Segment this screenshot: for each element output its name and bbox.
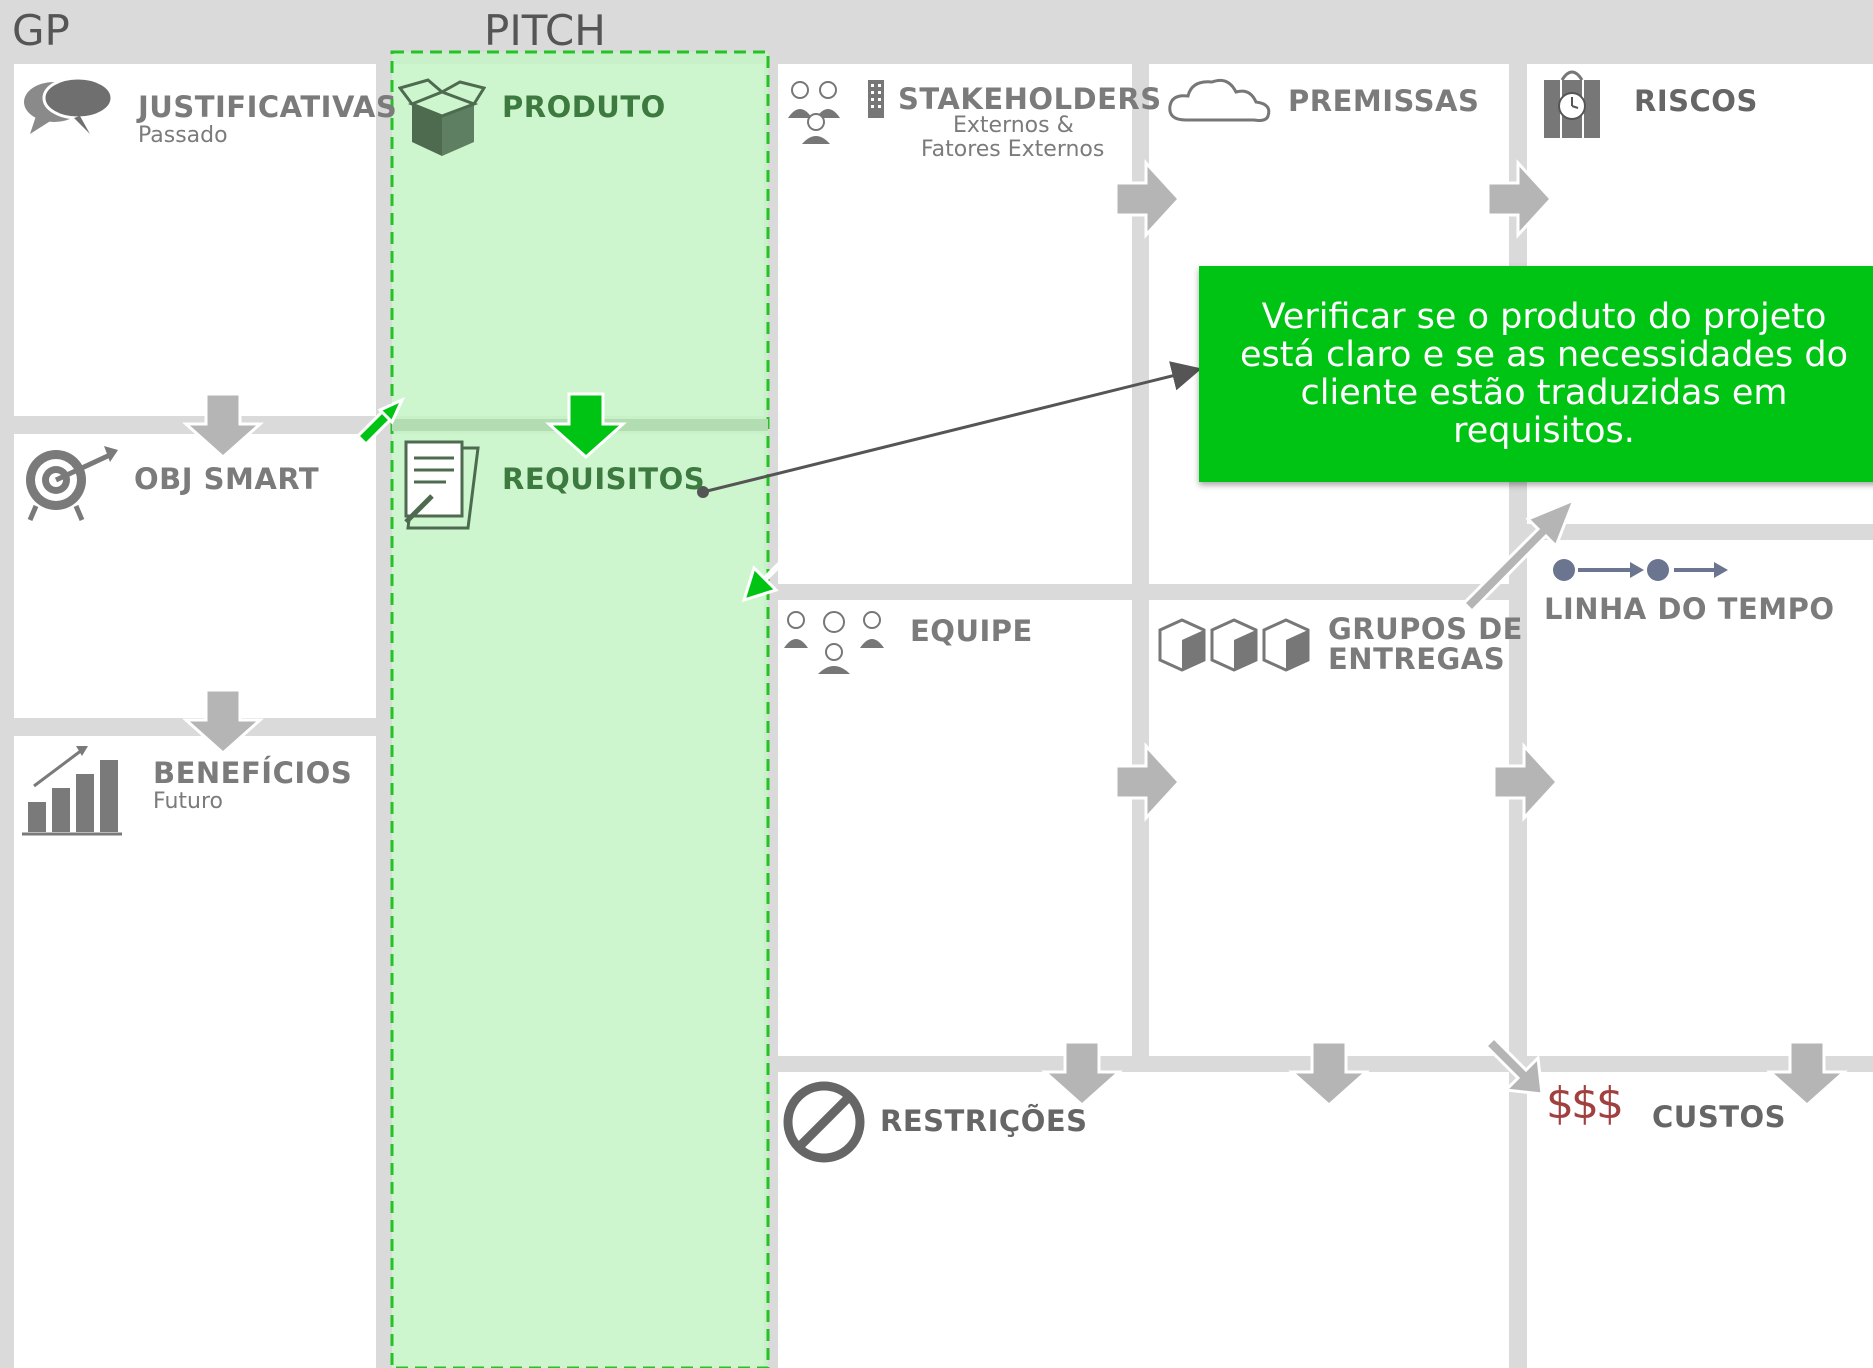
- arrow-justificativas-to-obj: [182, 392, 264, 460]
- stakeholders-panel: [778, 64, 1132, 584]
- obj-smart-title: OBJ SMART: [134, 462, 320, 496]
- premissas-title: PREMISSAS: [1288, 84, 1480, 118]
- grupos-title-line2: ENTREGAS: [1328, 642, 1506, 676]
- callout-box: Verificar se o produto do projeto está c…: [1199, 266, 1873, 482]
- linha-do-tempo-panel: [1527, 540, 1873, 1056]
- callout-pointer-dot: [697, 486, 709, 498]
- green-arrow-into-requisitos: [741, 551, 793, 603]
- produto-title: PRODUTO: [502, 90, 666, 124]
- delivery-boxes-icon: [1158, 618, 1310, 672]
- callout-text: Verificar se o produto do projeto está c…: [1239, 297, 1849, 451]
- pitch-highlight-region: [390, 50, 770, 1368]
- requisitos-title: REQUISITOS: [502, 462, 706, 496]
- green-arrow-into-produto: [355, 396, 406, 447]
- arrow-grupos-to-linha: [1492, 742, 1560, 822]
- arrow-equipe-to-restricoes: [1041, 1040, 1123, 1108]
- justificativas-panel: [14, 64, 376, 416]
- arrow-equipe-to-grupos: [1114, 742, 1182, 822]
- callout-pointer-line: [702, 361, 1202, 494]
- restricoes-title: RESTRIÇÕES: [880, 1104, 1088, 1138]
- arrow-diag-linha-to-custos: [1483, 1035, 1544, 1096]
- equipe-title: EQUIPE: [910, 614, 1033, 648]
- arrow-linha-to-custos: [1766, 1040, 1848, 1108]
- box-product-icon: [398, 78, 486, 156]
- linha-do-tempo-title: LINHA DO TEMPO: [1544, 592, 1835, 626]
- cloud-icon: [1168, 78, 1271, 122]
- restricoes-panel: [778, 1072, 1509, 1368]
- stakeholders-title: STAKEHOLDERS: [898, 82, 1162, 116]
- stakeholders-subtitle-line2: Fatores Externos: [921, 137, 1105, 162]
- justificativas-title: JUSTIFICATIVAS: [138, 90, 398, 124]
- arrow-premissas-to-riscos: [1486, 159, 1554, 239]
- grupos-title-line1: GRUPOS DE: [1328, 612, 1523, 646]
- prohibited-icon: [783, 1081, 865, 1163]
- speech-bubbles-icon: [24, 76, 114, 134]
- beneficios-panel: [14, 736, 376, 1368]
- gp-section-label: GP: [12, 6, 70, 55]
- dollar-signs-icon: $$$: [1546, 1078, 1624, 1129]
- green-arrow-produto-to-requisitos: [545, 392, 627, 460]
- beneficios-title: BENEFÍCIOS: [153, 756, 353, 790]
- target-icon: [26, 446, 118, 521]
- arrow-stakeholders-to-premissas: [1114, 159, 1182, 239]
- arrow-grupos-to-restricoes: [1288, 1040, 1370, 1108]
- stakeholders-people-building-icon: [788, 80, 884, 144]
- custos-panel: [1527, 1072, 1873, 1368]
- beneficios-subtitle: Futuro: [153, 789, 223, 814]
- team-people-icon: [784, 611, 884, 674]
- justificativas-subtitle: Passado: [138, 123, 228, 148]
- custos-title: CUSTOS: [1652, 1100, 1787, 1134]
- document-requirements-icon: [404, 440, 480, 530]
- stakeholders-subtitle-line1: Externos &: [953, 113, 1074, 138]
- equipe-panel: [778, 600, 1132, 1056]
- time-bomb-icon: [1544, 70, 1600, 138]
- timeline-icon: [1553, 559, 1728, 581]
- grupos-de-entregas-panel: [1149, 600, 1509, 1056]
- bar-chart-growth-icon: [22, 746, 122, 836]
- arrow-obj-to-beneficios: [182, 688, 264, 756]
- riscos-title: RISCOS: [1634, 84, 1758, 118]
- pitch-section-label: PITCH: [484, 6, 606, 55]
- arrow-diag-riscos-to-linha: [1461, 497, 1577, 614]
